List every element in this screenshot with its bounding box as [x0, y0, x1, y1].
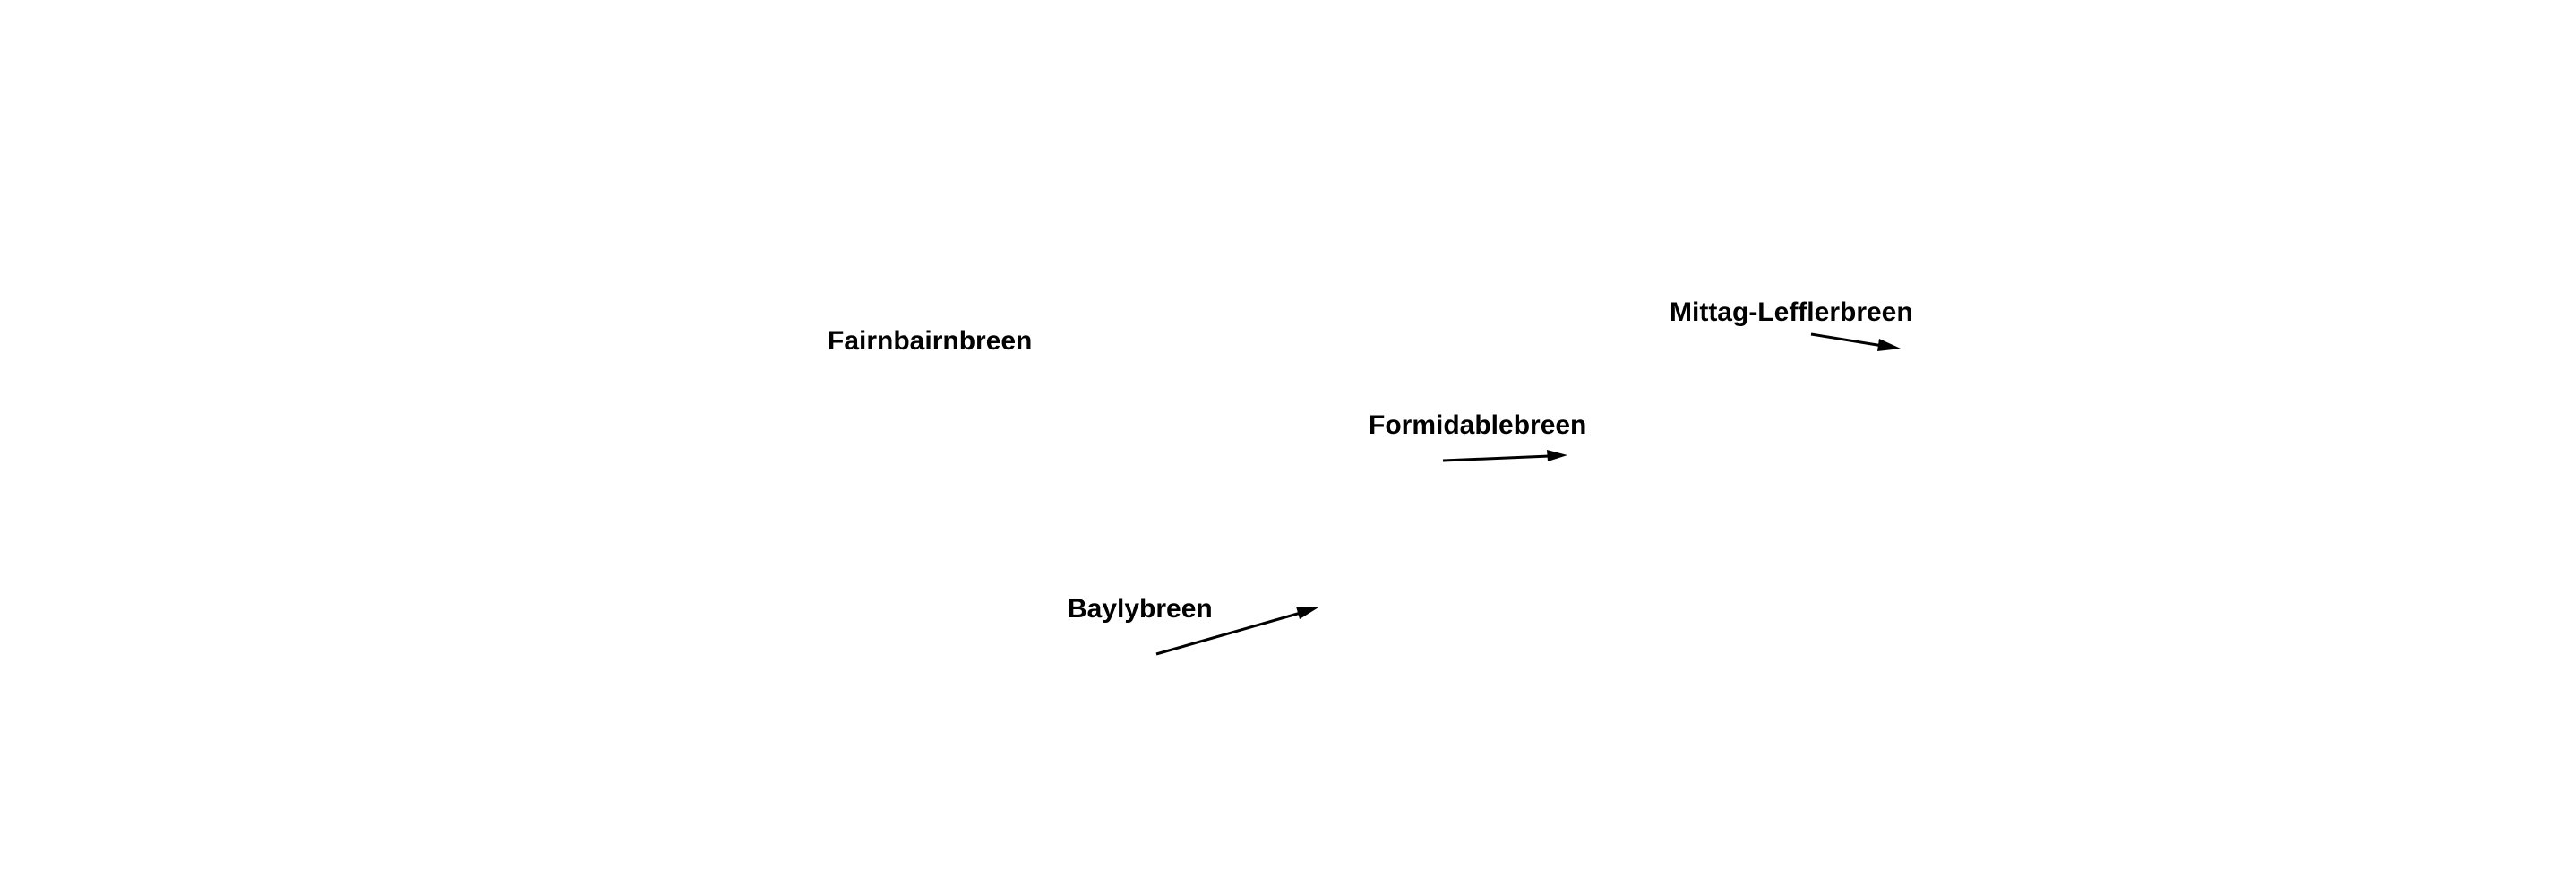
arrow-head	[1547, 450, 1567, 461]
arrow-shaft	[1442, 454, 1550, 462]
flow-arrow-baylybreen	[1155, 607, 1318, 656]
arrow-shaft	[1810, 332, 1884, 348]
arrow-head	[1296, 607, 1318, 619]
label-fairnbairnbreen: Fairnbairnbreen	[828, 326, 1032, 356]
flow-arrow-mittag-lefflerbreen	[1810, 332, 1901, 351]
arrow-head	[1877, 339, 1901, 351]
label-baylybreen: Baylybreen	[1068, 594, 1213, 624]
label-formidablebreen: Formidablebreen	[1369, 410, 1586, 440]
label-mittag-lefflerbreen: Mittag-Lefflerbreen	[1670, 297, 1913, 327]
arrow-shaft	[1155, 611, 1301, 656]
flow-arrow-formidablebreen	[1442, 450, 1567, 462]
